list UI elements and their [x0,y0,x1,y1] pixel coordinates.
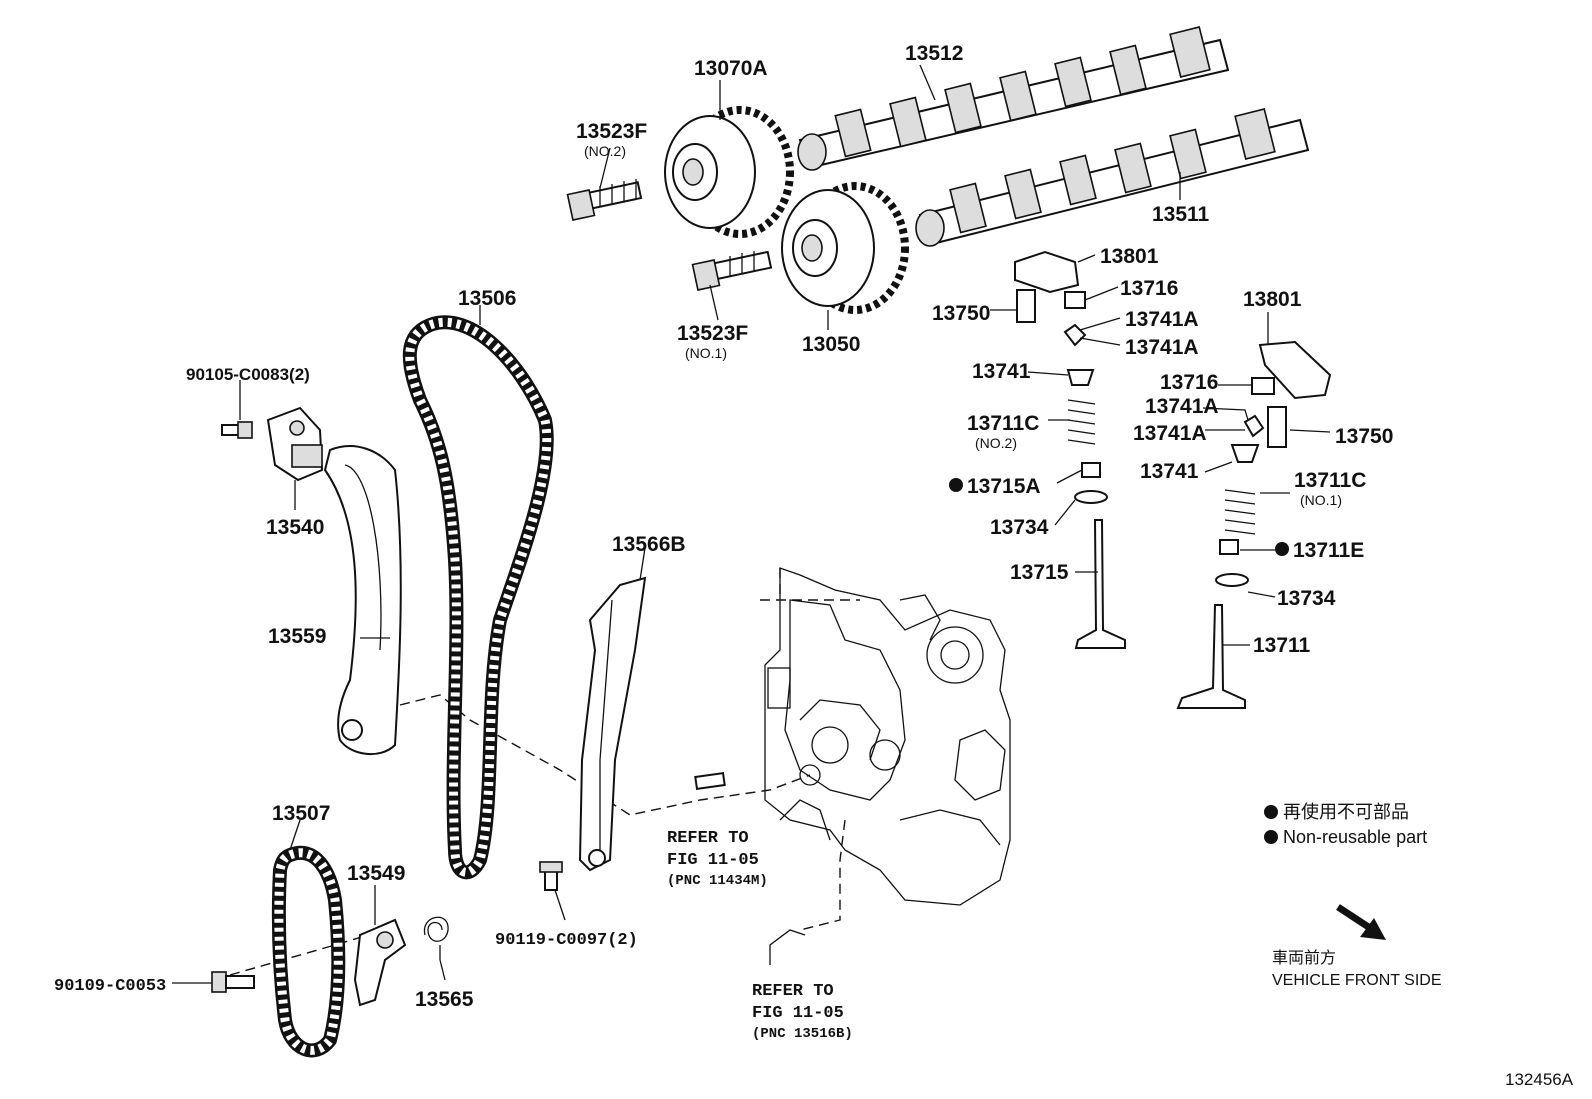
chain-slipper-13559 [323,445,402,756]
label-90119-c0097: 90119-C0097(2) [495,931,638,950]
label-13711c-no2: 13711C [967,412,1039,435]
refer-to-1-line2: FIG 11-05 [667,851,759,870]
label-13506: 13506 [458,287,516,310]
bolt-90109-c0053 [211,971,255,993]
label-13512: 13512 [905,42,963,65]
label-13050: 13050 [802,333,860,356]
pin-part-pnc-11434m [694,771,726,791]
valve-train-right-stack [1176,340,1332,709]
direction-text-en: VEHICLE FRONT SIDE [1272,972,1442,989]
non-reusable-dot-13711e [1275,542,1289,556]
refer-to-note-2: REFER TO FIG 11-05 (PNC 13516B) [752,982,853,1042]
label-13507: 13507 [272,802,330,825]
label-13741a-d: 13741A [1133,422,1207,445]
refer-to-2-line1: REFER TO [752,982,834,1001]
chain-damper-13566b [578,576,647,872]
label-13715: 13715 [1010,561,1069,584]
tensioner-arm-13549 [353,918,407,1007]
refer-to-2-line3: (PNC 13516B) [752,1026,853,1042]
vehicle-front-direction: 車両前方 VEHICLE FRONT SIDE [1272,904,1442,989]
label-13540: 13540 [266,516,324,539]
label-13711c-no1-sub: (NO.1) [1300,492,1342,508]
label-13566b: 13566B [612,533,686,556]
chain-tensioner-13540 [266,406,324,482]
bolt-13523f-no2 [566,179,643,221]
label-13523f-no1-sub: (NO.1) [685,345,727,361]
label-13070a: 13070A [694,57,768,80]
label-13750-a: 13750 [932,302,990,325]
label-13741-a: 13741 [972,360,1031,383]
label-13750-b: 13750 [1335,425,1393,448]
refer-to-2-line2: FIG 11-05 [752,1004,844,1023]
label-13523f-no2-sub: (NO.2) [584,143,626,159]
label-13741a-a: 13741A [1125,308,1199,331]
legend-non-reusable: 再使用不可部品 Non-reusable part [1264,802,1427,847]
label-13801-a: 13801 [1100,245,1159,268]
label-13549: 13549 [347,862,405,885]
label-13565: 13565 [415,988,474,1011]
camshaft-13511 [915,108,1310,247]
part-labels: 13070A 13512 13523F (NO.2) 13511 13801 1… [54,42,1393,1011]
label-13741a-b: 13741A [1125,336,1199,359]
label-13559: 13559 [268,625,326,648]
front-arrow-head-icon [1360,918,1386,940]
label-13801-b: 13801 [1243,288,1302,311]
label-13511: 13511 [1152,203,1210,226]
legend-dot-en [1264,830,1278,844]
camshaft-13512 [797,26,1230,171]
label-90109-c0053: 90109-C0053 [54,977,166,996]
figure-id: 132456A [1505,1070,1574,1089]
label-13711: 13711 [1253,634,1311,657]
label-13716-a: 13716 [1120,277,1178,300]
label-13734-a: 13734 [990,516,1049,539]
legend-text-en: Non-reusable part [1283,827,1427,847]
label-13741-b: 13741 [1140,460,1199,483]
label-13715a: 13715A [967,475,1041,498]
label-13523f-no2: 13523F [576,120,647,143]
label-13711e: 13711E [1293,539,1364,562]
bolt-13523f-no1 [691,250,773,291]
cam-timing-gear-13070A [664,106,794,238]
label-13734-b: 13734 [1277,587,1336,610]
legend-text-jp: 再使用不可部品 [1283,802,1409,822]
callout-leader-lines [172,64,1331,984]
label-13741a-c: 13741A [1145,395,1219,418]
label-13523f-no1: 13523F [677,322,748,345]
refer-to-1-line1: REFER TO [667,829,749,848]
direction-text-jp: 車両前方 [1272,949,1336,967]
timing-chain-13506 [402,315,554,880]
spring-13565 [423,916,449,960]
pipe-part-pnc-13516b [769,929,806,965]
label-13711c-no2-sub: (NO.2) [975,435,1017,451]
refer-to-1-line3: (PNC 11434M) [667,873,768,889]
cam-timing-gear-13050 [781,182,909,314]
front-arrow-icon [1336,904,1372,931]
oil-pump-chain-13507 [271,845,346,1058]
label-13716-b: 13716 [1160,371,1218,394]
label-90105-c0083: 90105-C0083(2) [186,365,310,384]
bolt-90119-c0097 [539,861,563,891]
legend-dot-jp [1264,805,1278,819]
refer-to-note-1: REFER TO FIG 11-05 (PNC 11434M) [667,829,768,889]
label-13711c-no1: 13711C [1294,469,1366,492]
valve-train-left-stack [1014,250,1126,649]
non-reusable-dot-13715a [949,478,963,492]
engine-block-outline [764,567,1011,906]
bolt-90105-c0083 [221,421,253,439]
